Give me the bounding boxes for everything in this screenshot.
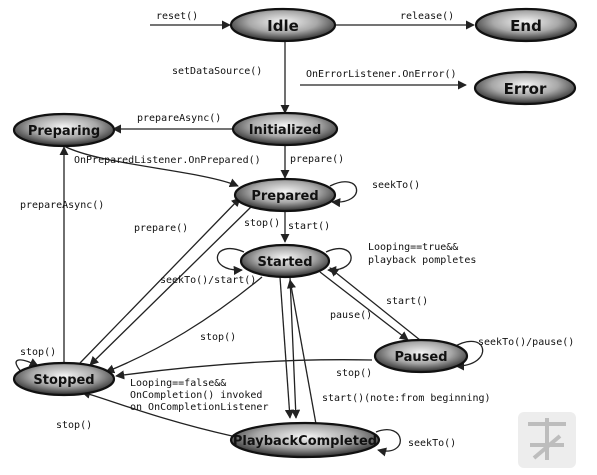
label-prepare-async-init: prepareAsync() xyxy=(137,113,221,124)
state-end-label: End xyxy=(510,17,542,35)
edge-seek-pause-loop xyxy=(451,340,484,371)
states: Idle End Error Preparing Initialized Pre… xyxy=(12,7,578,459)
label-release: release() xyxy=(400,11,454,22)
transitions xyxy=(15,20,484,457)
state-error[interactable]: Error xyxy=(473,70,577,106)
label-on-prepared: OnPreparedListener.OnPrepared() xyxy=(74,155,261,166)
state-prepared-label: Prepared xyxy=(251,189,318,204)
label-seek-completed: seekTo() xyxy=(408,438,456,449)
edge-stop-prepared xyxy=(89,205,253,366)
label-seek-start: seekTo()/start() xyxy=(160,275,256,286)
state-started-label: Started xyxy=(257,255,312,270)
edge-start-from-beginning xyxy=(286,279,317,425)
edge-seek-completed-loop xyxy=(375,429,401,457)
edge-stop-started xyxy=(105,276,263,374)
label-stop-started: stop() xyxy=(200,332,236,343)
edge-seek-start-loop xyxy=(216,247,245,275)
watermark xyxy=(518,412,576,468)
label-looping-true-1: Looping==true&& xyxy=(368,242,458,253)
label-on-error: OnErrorListener.OnError() xyxy=(306,69,457,80)
edge-seek-prepared xyxy=(329,181,358,208)
transition-labels: reset() release() setDataSource() OnErro… xyxy=(20,11,574,449)
edge-stop-completed xyxy=(81,389,233,437)
label-stop-paused: stop() xyxy=(336,368,372,379)
state-prepared[interactable]: Prepared xyxy=(233,177,337,213)
edge-prepare-stopped xyxy=(79,197,241,364)
label-start-from-beginning: start()(note:from beginning) xyxy=(322,393,491,404)
state-playback-completed[interactable]: PlaybackCompleted xyxy=(229,421,381,459)
state-end[interactable]: End xyxy=(474,7,578,43)
label-set-data-source: setDataSource() xyxy=(172,66,262,77)
label-looping-false-3: on OnCompletionListener xyxy=(130,402,268,413)
label-seek-pause: seekTo()/pause() xyxy=(478,337,574,348)
state-paused[interactable]: Paused xyxy=(373,338,469,374)
state-initialized[interactable]: Initialized xyxy=(231,111,339,147)
label-prepare-async-stopped: prepareAsync() xyxy=(20,200,104,211)
label-seek-prepared: seekTo() xyxy=(372,180,420,191)
label-looping-true-2: playback pompletes xyxy=(368,255,476,266)
label-start-prepared: start() xyxy=(288,221,330,232)
label-prepare-init: prepare() xyxy=(290,154,344,165)
state-idle[interactable]: Idle xyxy=(229,7,337,43)
state-initialized-label: Initialized xyxy=(249,123,322,138)
label-reset: reset() xyxy=(156,11,198,22)
edge-stop-paused xyxy=(115,359,373,380)
label-looping-false-1: Looping==false&& xyxy=(130,378,226,389)
edge-on-prepared xyxy=(63,145,239,188)
label-start-paused: start() xyxy=(386,296,428,307)
state-preparing-label: Preparing xyxy=(28,124,100,139)
edge-pause xyxy=(319,271,409,341)
label-pause: pause() xyxy=(330,310,372,321)
label-prepare-stopped: prepare() xyxy=(134,223,188,234)
state-playback-completed-label: PlaybackCompleted xyxy=(233,434,377,449)
state-stopped-label: Stopped xyxy=(33,373,94,388)
edge-looping-false xyxy=(279,276,294,419)
state-paused-label: Paused xyxy=(394,350,447,365)
edge-looping-false-2 xyxy=(289,276,301,419)
label-stop-completed: stop() xyxy=(56,420,92,431)
state-stopped[interactable]: Stopped xyxy=(12,361,116,397)
edge-start-paused xyxy=(329,267,421,341)
state-error-label: Error xyxy=(504,80,547,98)
label-stop-stopped: stop() xyxy=(20,347,56,358)
label-stop-prepared: stop() xyxy=(244,218,280,229)
state-idle-label: Idle xyxy=(267,17,299,35)
state-started[interactable]: Started xyxy=(239,243,331,279)
state-preparing[interactable]: Preparing xyxy=(12,112,116,148)
label-looping-false-2: OnCompletion() invoked xyxy=(130,390,262,401)
